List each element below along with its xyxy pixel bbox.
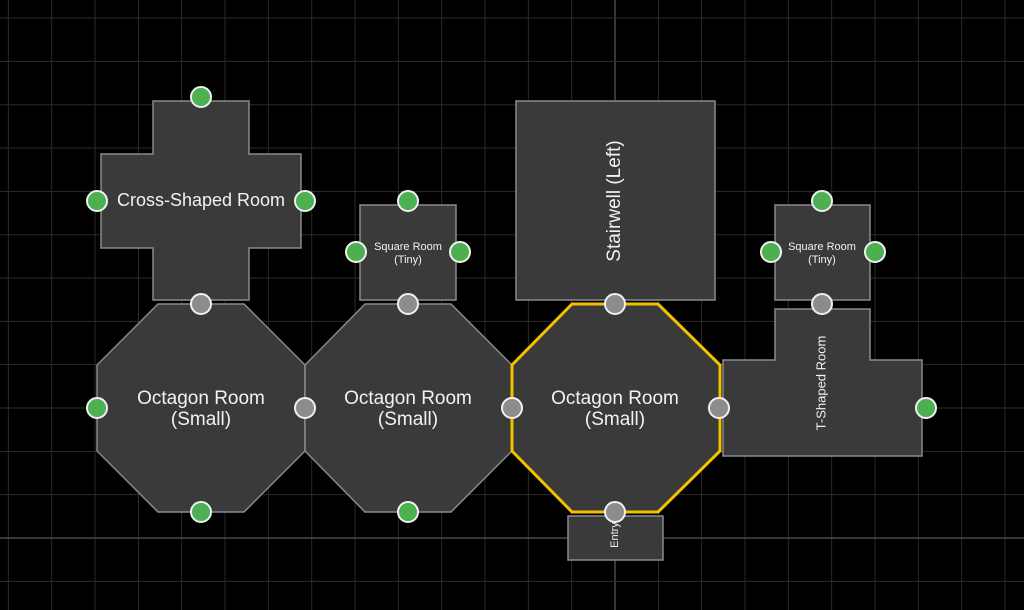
room-octagon-small-2[interactable]: Octagon Room (Small) [304,303,513,513]
connector-open[interactable] [915,397,937,419]
room-label-line2: (Small) [378,409,438,430]
room-entry[interactable]: Entry [567,515,664,561]
room-octagon-small-1[interactable]: Octagon Room (Small) [96,303,306,513]
connector-linked[interactable] [501,397,523,419]
room-cross-shape[interactable] [100,100,302,301]
room-label-line2: (Tiny) [394,254,422,266]
room-label: Stairwell (Left) [604,140,625,261]
connector-open[interactable] [397,190,419,212]
room-label-line1: Square Room [374,241,442,253]
room-label-line2: (Small) [585,409,645,430]
room-square-shape[interactable] [359,204,457,301]
connector-open[interactable] [190,86,212,108]
room-entry-shape[interactable] [567,515,664,561]
connector-open[interactable] [190,501,212,523]
connector-open[interactable] [345,241,367,263]
connector-linked[interactable] [397,293,419,315]
room-label: T-Shaped Room [813,336,828,431]
room-label-line1: Octagon Room [137,388,265,409]
room-label-line1: Square Room [788,241,856,253]
room-square-tiny-2[interactable]: Square Room (Tiny) [774,204,871,301]
room-square-shape[interactable] [774,204,871,301]
room-label-line1: Octagon Room [551,388,679,409]
connector-linked[interactable] [811,293,833,315]
connector-open[interactable] [760,241,782,263]
room-label-line2: (Small) [171,409,231,430]
room-octagon-shape[interactable] [96,303,306,513]
room-octagon-shape[interactable] [304,303,513,513]
room-label: Entry [609,522,621,548]
connector-open[interactable] [294,190,316,212]
room-octagon-small-3-selected[interactable]: Octagon Room (Small) [510,302,722,514]
room-octagon-shape-selected[interactable] [510,302,722,514]
connector-open[interactable] [397,501,419,523]
connector-open[interactable] [449,241,471,263]
room-label-line1: Octagon Room [344,388,472,409]
room-t-shape[interactable] [722,308,923,457]
connector-linked[interactable] [294,397,316,419]
connector-open[interactable] [811,190,833,212]
room-cross-shaped[interactable]: Cross-Shaped Room [100,100,302,301]
room-stairwell-left[interactable]: Stairwell (Left) [515,100,716,301]
room-label: Cross-Shaped Room [117,190,285,210]
connector-open[interactable] [86,190,108,212]
connector-linked[interactable] [190,293,212,315]
connector-linked[interactable] [604,501,626,523]
room-t-shaped[interactable]: T-Shaped Room [722,308,923,457]
connector-open[interactable] [864,241,886,263]
connector-open[interactable] [86,397,108,419]
room-square-tiny-1[interactable]: Square Room (Tiny) [359,204,457,301]
room-label-line2: (Tiny) [808,254,836,266]
connector-linked[interactable] [708,397,730,419]
connector-linked[interactable] [604,293,626,315]
room-stairwell-shape[interactable] [515,100,716,301]
connectors [86,86,937,523]
